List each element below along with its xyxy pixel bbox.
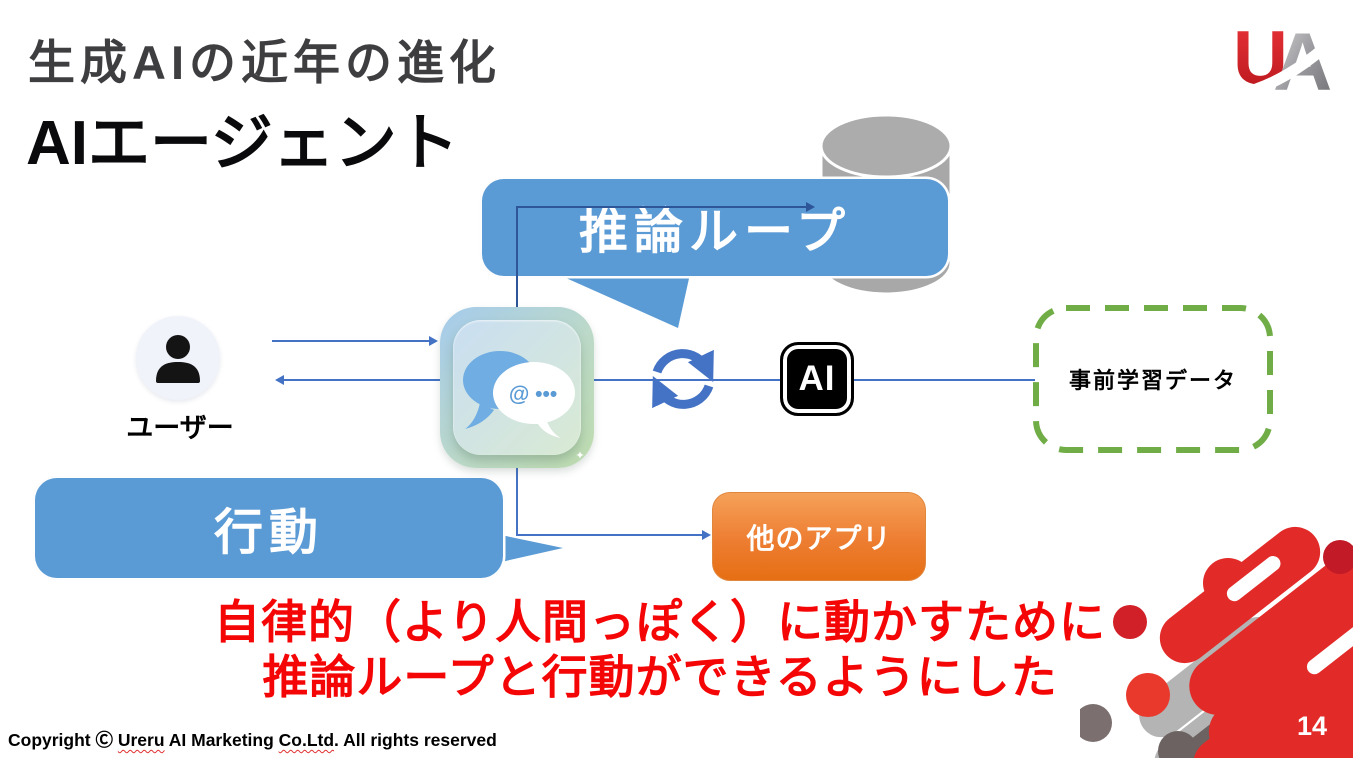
speech-bubbles-icon: @ ••• ✦ bbox=[463, 351, 585, 462]
arrow-chat-to-apps bbox=[516, 468, 702, 536]
page-number: 14 bbox=[1296, 711, 1327, 741]
sync-loop-icon bbox=[652, 349, 714, 409]
other-apps-box: 他のアプリ bbox=[712, 492, 926, 581]
copyright-middle: AI Marketing bbox=[164, 730, 279, 750]
action-callout-tail bbox=[501, 535, 563, 562]
pretraining-data-box: 事前学習データ bbox=[1032, 304, 1274, 454]
ai-badge-label: AI bbox=[798, 359, 836, 398]
key-message-line1: 自律的（より人間っぽく）に動かすために bbox=[213, 596, 1107, 648]
user-icon bbox=[136, 316, 220, 400]
pretraining-data-label: 事前学習データ bbox=[1068, 368, 1237, 393]
person-silhouette-icon bbox=[156, 335, 200, 383]
logo-swoosh-icon bbox=[1233, 26, 1345, 100]
company-coltd: Co.Ltd bbox=[278, 730, 335, 750]
ai-chip-icon: AI bbox=[780, 342, 854, 416]
company-name: Ureru bbox=[117, 730, 165, 750]
sparkle-icon: ✦ bbox=[575, 450, 584, 462]
key-message: 自律的（より人間っぽく）に動かすために 推論ループと行動ができるようにした bbox=[0, 595, 1320, 705]
reasoning-loop-callout: 推論ループ bbox=[482, 179, 948, 276]
action-callout: 行動 bbox=[35, 478, 503, 578]
key-message-line2: 推論ループと行動ができるようにした bbox=[262, 651, 1058, 704]
splash-decoration bbox=[1080, 526, 1353, 758]
slide-kicker: 生成AIの近年の進化 bbox=[28, 36, 501, 89]
copyright-line: Copyright Ⓒ Ureru AI Marketing Co.Ltd. A… bbox=[8, 727, 497, 752]
action-label: 行動 bbox=[213, 505, 324, 560]
other-apps-label: 他のアプリ bbox=[746, 522, 892, 554]
copyright-prefix: Copyright Ⓒ bbox=[8, 730, 118, 750]
user-label: ユーザー bbox=[126, 413, 234, 443]
page-title: AIエージェント bbox=[26, 109, 459, 178]
copyright-suffix: . All rights reserved bbox=[334, 730, 497, 750]
dashed-border bbox=[1033, 305, 1273, 453]
chat-app-icon: @ ••• ✦ bbox=[440, 307, 594, 468]
company-logo: U A bbox=[1233, 16, 1345, 106]
reasoning-loop-label: 推論ループ bbox=[578, 205, 852, 259]
chat-bubble-text: @ ••• bbox=[509, 383, 557, 406]
